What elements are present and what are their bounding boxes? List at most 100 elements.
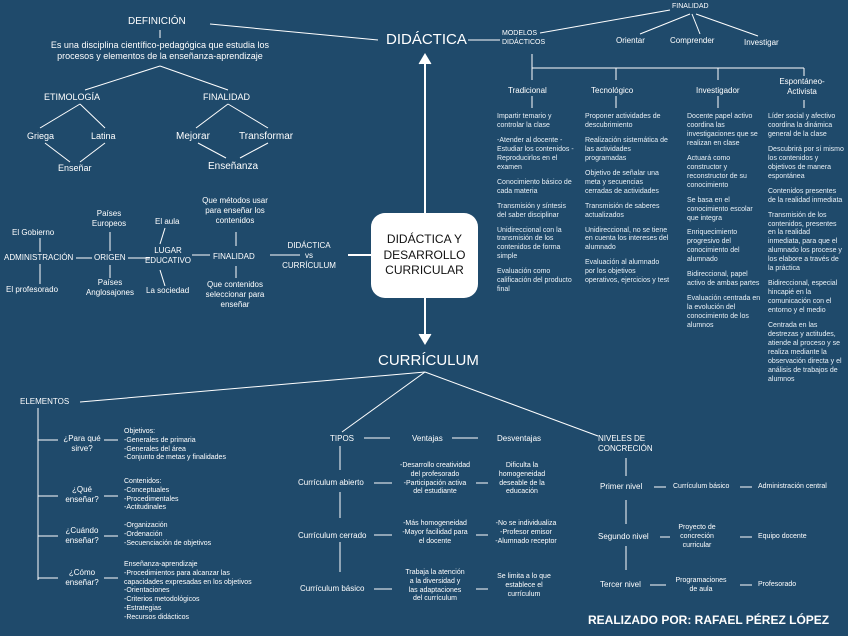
el-profesorado[interactable]: El profesorado xyxy=(6,285,59,294)
modelos-comprender[interactable]: Comprender xyxy=(670,36,715,45)
tradicional-row-2: -Atender al docente -Estudiar los conten… xyxy=(497,136,574,171)
desventajas-title[interactable]: Desventajas xyxy=(497,434,542,443)
definicion-line1: Es una disciplina científico-pedagógica … xyxy=(50,40,270,50)
left-finalidad[interactable]: FINALIDAD xyxy=(213,252,255,261)
etimologia-ensenar[interactable]: Enseñar xyxy=(58,163,92,173)
central-topic-box[interactable]: DIDÁCTICA Y DESARROLLO CURRICULAR xyxy=(371,213,478,298)
investigador-row-1: Docente papel activo coordina las invest… xyxy=(687,113,758,147)
tecnologico-row-2: Realización sistemática de las actividad… xyxy=(585,136,668,162)
question-que-ensenar[interactable]: ¿Qué enseñar? xyxy=(58,485,106,505)
lugar-educativo[interactable]: LUGAR EDUCATIVO xyxy=(140,246,196,266)
answer-objetivos: Objetivos: -Generales de primaria -Gener… xyxy=(124,428,226,463)
definicion-text: Es una disciplina científico-pedagógica … xyxy=(30,40,290,63)
modelos-orientar[interactable]: Orientar xyxy=(616,36,645,45)
a1-line4: -Conjunto de metas y finalidades xyxy=(124,454,226,462)
tecnologico-row-6: Evaluación al alumnado por los objetivos… xyxy=(585,259,670,285)
desventajas-basico: Se limita a lo que establece el currícul… xyxy=(488,573,560,599)
finalidad-title[interactable]: FINALIDAD xyxy=(203,92,251,102)
administracion[interactable]: ADMINISTRACIÓN xyxy=(4,253,74,262)
modelo-investigador[interactable]: Investigador xyxy=(696,86,740,95)
v-abierto-1: -Desarrollo creatividad xyxy=(399,462,471,469)
didactica-vs-curriculum[interactable]: DIDÁCTICA vs CURRÍCULUM xyxy=(278,241,340,271)
modelos-title-line1: MODELOS xyxy=(502,30,538,37)
ventajas-title[interactable]: Ventajas xyxy=(412,434,443,443)
q1-line2: sirve? xyxy=(71,444,93,453)
que-metodos[interactable]: Que métodos usar para enseñar los conten… xyxy=(192,196,278,226)
a2-line2: -Conceptuales xyxy=(124,486,170,494)
tradicional-row-4: Transmisión y síntesis del saber discipl… xyxy=(497,202,566,219)
vs-line1: DIDÁCTICA xyxy=(287,241,331,250)
tecnologico-row-5: Unidireccional, no se tiene en cuenta lo… xyxy=(585,226,669,252)
finalidad-mejorar[interactable]: Mejorar xyxy=(176,131,210,142)
investigador-row-4: Enriquecimiento progresivo del conocimie… xyxy=(687,229,740,264)
central-topic-line3: CURRICULAR xyxy=(385,263,464,278)
question-cuando-ensenar[interactable]: ¿Cuándo enseñar? xyxy=(58,526,106,546)
curriculum-basico[interactable]: Currículum básico xyxy=(300,584,365,593)
question-para-que[interactable]: ¿Para qué sirve? xyxy=(58,434,106,454)
modelo-espontaneo[interactable]: Espontáneo- Activista xyxy=(772,77,832,97)
finalidad-ensenanza[interactable]: Enseñanza xyxy=(208,161,259,172)
v-cerrado-1: -Más homogeneidad xyxy=(403,520,467,527)
niveles-concrecion[interactable]: NIVELES DE CONCRECIÓN xyxy=(598,434,653,454)
v-basico-3: las adaptaciones xyxy=(408,586,462,594)
tradicional-row-1: Impartir temario y controlar la clase xyxy=(497,113,552,129)
desventajas-abierto: Dificulta la homogeneidad deseable de la… xyxy=(488,462,556,497)
a1-line2: -Generales de primaria xyxy=(124,436,196,444)
que-contenidos[interactable]: Que contenidos seleccionar para enseñar xyxy=(194,280,276,310)
definicion-title[interactable]: DEFINICIÓN xyxy=(128,16,186,27)
segundo-nivel[interactable]: Segundo nivel xyxy=(598,532,649,541)
didactica-title[interactable]: DIDÁCTICA xyxy=(386,31,467,48)
definicion-line2: procesos y elementos de la enseñanza-apr… xyxy=(57,51,263,62)
la-sociedad[interactable]: La sociedad xyxy=(146,286,190,295)
modelos-title-line2: DIDÁCTICOS xyxy=(502,38,546,46)
ventajas-cerrado: -Más homogeneidad -Mayor facilidad para … xyxy=(392,520,478,546)
question-como-ensenar[interactable]: ¿Cómo enseñar? xyxy=(58,568,106,588)
v-abierto-2: del profesorado xyxy=(410,470,460,478)
espontaneo-row-4: Transmisión de los contenidos, presentes… xyxy=(768,211,842,273)
primer-nivel[interactable]: Primer nivel xyxy=(600,482,643,491)
origen[interactable]: ORIGEN xyxy=(94,253,126,262)
d-abierto-2: homogeneidad xyxy=(498,470,546,478)
segundo-a-1: Proyecto de xyxy=(678,524,716,531)
vs-line2: vs xyxy=(305,251,313,260)
el-gobierno[interactable]: El Gobierno xyxy=(12,228,55,237)
modelo-tradicional[interactable]: Tradicional xyxy=(508,86,547,95)
q2-line2: enseñar? xyxy=(65,495,99,504)
tercer-nivel[interactable]: Tercer nivel xyxy=(600,580,641,589)
elementos-title[interactable]: ELEMENTOS xyxy=(20,397,70,406)
d-cerrado-2: -Profesor emisor xyxy=(500,528,552,536)
curriculum-abierto[interactable]: Currículum abierto xyxy=(298,478,364,487)
el-aula[interactable]: El aula xyxy=(155,217,180,226)
modelos-investigar[interactable]: Investigar xyxy=(744,38,779,47)
modelos-title[interactable]: MODELOS DIDÁCTICOS xyxy=(502,30,545,48)
paises-anglo-line1: Países xyxy=(97,278,123,287)
que-metodos-line2: para enseñar los xyxy=(205,206,265,215)
column-tecnologico: Proponer actividades de descubrimiento R… xyxy=(585,113,671,292)
curriculum-cerrado[interactable]: Currículum cerrado xyxy=(298,531,367,540)
etimologia-griega[interactable]: Griega xyxy=(27,131,55,141)
espontaneo-row-5: Bidireccional, especial hincapié en la c… xyxy=(768,280,838,315)
paises-anglo-line2: Anglosajones xyxy=(85,288,135,297)
ventajas-abierto: -Desarrollo creatividad del profesorado … xyxy=(392,462,478,497)
paises-europeos[interactable]: Países Europeos xyxy=(84,209,134,229)
etimologia-title[interactable]: ETIMOLOGÍA xyxy=(44,92,101,102)
curriculum-title[interactable]: CURRÍCULUM xyxy=(378,352,479,369)
finalidad-transformar[interactable]: Transformar xyxy=(239,131,294,142)
answer-ensenanza: Enseñanza-aprendizaje -Procedimientos pa… xyxy=(124,561,252,622)
niveles-line1: NIVELES DE xyxy=(598,434,646,443)
primer-nivel-b: Administración central xyxy=(758,483,827,490)
niveles-line2: CONCRECIÓN xyxy=(598,444,653,453)
espontaneo-row-1: Líder social y afectivo coordina la diná… xyxy=(768,113,836,138)
investigador-row-3: Se basa en el conocimiento escolar que i… xyxy=(687,196,753,222)
paises-anglosajones[interactable]: Países Anglosajones xyxy=(80,278,140,298)
modelos-finalidad[interactable]: FINALIDAD xyxy=(672,3,709,10)
central-topic-line2: DESARROLLO xyxy=(383,247,466,262)
espontaneo-row-2: Descubrirá por sí mismo los contenidos y… xyxy=(768,145,844,180)
tradicional-row-3: Conocimiento básico de cada materia xyxy=(497,178,572,195)
etimologia-latina[interactable]: Latina xyxy=(91,131,116,141)
tipos-title[interactable]: TIPOS xyxy=(330,434,355,443)
modelo-tecnologico[interactable]: Tecnológico xyxy=(591,86,634,95)
a2-line4: -Actitudinales xyxy=(124,504,167,512)
a2-line1: Contenidos: xyxy=(124,478,162,485)
d-abierto-1: Dificulta la xyxy=(505,462,539,469)
